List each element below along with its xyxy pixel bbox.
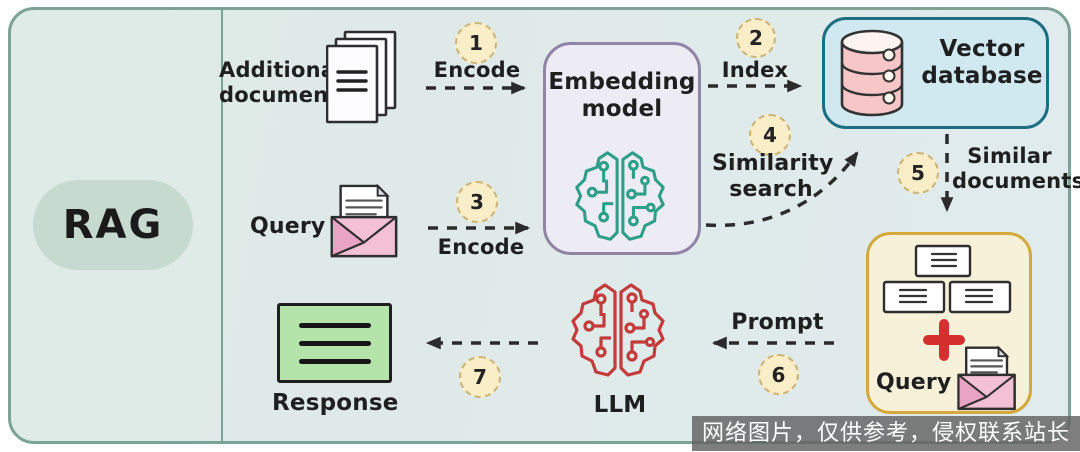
- step-1-label: Encode: [433, 58, 521, 82]
- additional-documents-label: Additional documents: [219, 58, 352, 107]
- response-text-line: [298, 322, 371, 328]
- query-envelope-icon: [330, 184, 398, 258]
- step-4-label: Similarity search: [712, 151, 834, 202]
- response-label: Response: [272, 390, 399, 416]
- retrieved-query-label: Query: [876, 370, 952, 395]
- plus-icon: [923, 319, 965, 361]
- step-6-badge: 6: [758, 354, 799, 395]
- step-1-badge: 1: [455, 22, 497, 64]
- rag-pill: RAG: [33, 180, 193, 270]
- step-1-number: 1: [469, 31, 483, 55]
- response-box: [277, 303, 392, 383]
- watermark-bar: 网络图片，仅供参考，侵权联系站长删除: [692, 416, 1080, 451]
- documents-stack-icon: [326, 30, 397, 124]
- step-5-number: 5: [911, 161, 925, 185]
- section-divider: [221, 9, 223, 441]
- llm-label: LLM: [593, 392, 647, 418]
- retrieved-documents-icon: [882, 244, 1016, 411]
- embedding-model-label: Embedding model: [548, 69, 696, 123]
- vector-database-label: Vector database: [921, 36, 1043, 90]
- step-6-number: 6: [771, 362, 786, 387]
- retrieved-envelope-icon: [957, 345, 1016, 411]
- database-icon: [840, 29, 904, 117]
- step-2-label: Index: [721, 58, 789, 82]
- step-6-label: Prompt: [731, 310, 824, 335]
- query-label: Query: [250, 214, 326, 239]
- step-4-number: 4: [763, 123, 777, 147]
- step-3-badge: 3: [456, 181, 498, 223]
- watermark-text: 网络图片，仅供参考，侵权联系站长删除: [701, 421, 1070, 446]
- step-2-badge: 2: [736, 18, 776, 58]
- step-7-number: 7: [473, 365, 487, 389]
- response-text-line: [298, 340, 371, 346]
- rag-label: RAG: [62, 202, 164, 248]
- llm-brain-circuit-icon: [571, 283, 665, 377]
- response-text-line: [298, 358, 371, 364]
- embedding-brain-circuit-icon: [575, 151, 665, 241]
- step-2-number: 2: [749, 26, 763, 50]
- step-5-label: Similar documents: [952, 144, 1080, 193]
- step-4-badge: 4: [749, 114, 791, 156]
- step-3-number: 3: [470, 190, 484, 214]
- step-3-label: Encode: [437, 235, 525, 259]
- step-7-badge: 7: [459, 356, 501, 398]
- step-5-badge: 5: [897, 152, 939, 194]
